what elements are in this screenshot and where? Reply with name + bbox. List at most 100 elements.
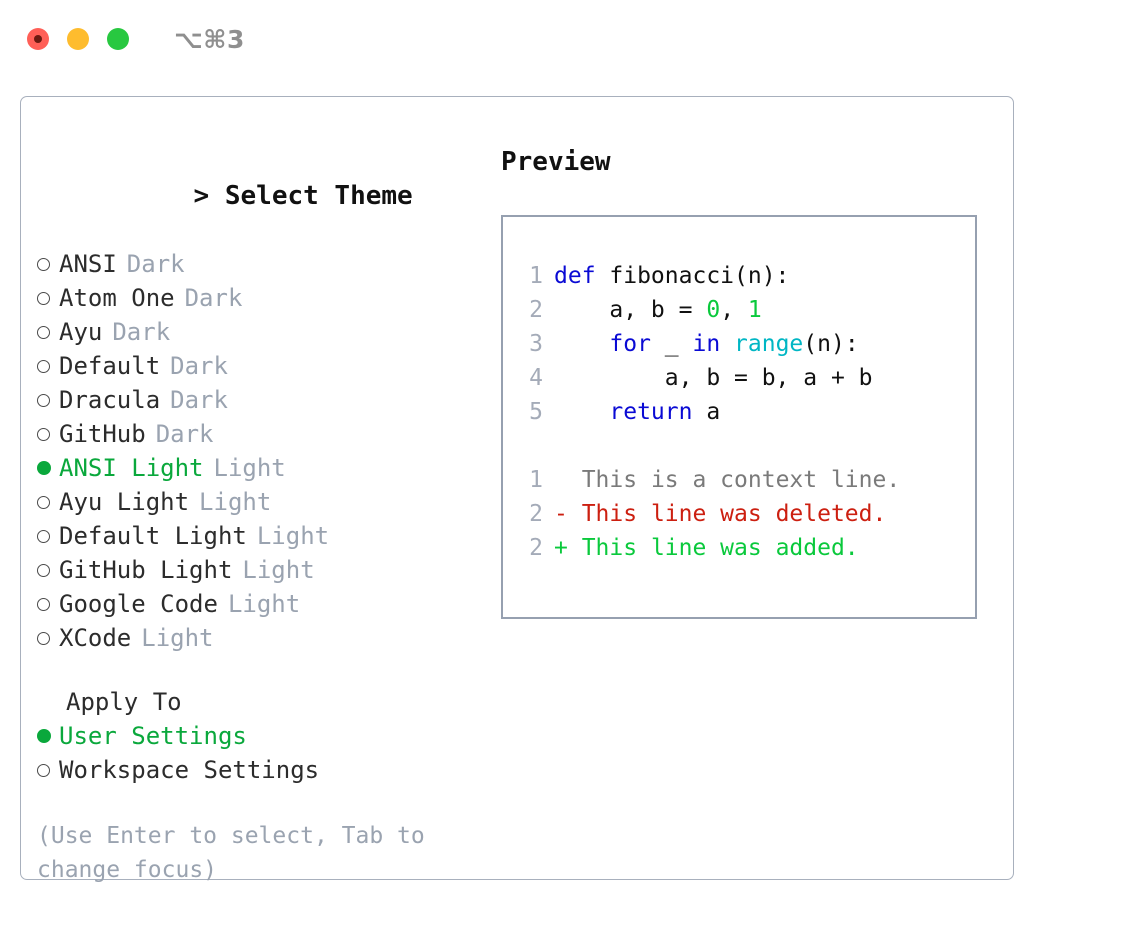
diff-marker: + [554,535,568,561]
code-token-num: 0 [706,297,721,323]
radio-unselected-icon [37,281,59,315]
line-number: 1 [529,263,543,289]
radio-glyph [37,632,50,645]
code-token-plain [554,399,609,425]
radio-glyph [37,764,50,777]
radio-unselected-icon [37,553,59,587]
window-title: ⌥⌘3 [174,24,245,54]
code-token-plain: , [720,297,748,323]
diff-marker [554,467,568,493]
code-line: 3 for _ in range(n): [521,327,975,361]
select-theme-header: > Select Theme [37,145,487,247]
code-token-plain: _ [650,331,693,357]
diff-text: This line was deleted. [567,501,887,527]
theme-option-tag: Light [227,590,301,618]
code-token-plain [720,331,734,357]
theme-option-label: Default [59,352,161,380]
code-token-kw: def [554,263,610,289]
diff-line-add: 2+ This line was added. [521,531,975,565]
theme-option-tag: Dark [170,386,228,414]
theme-option-tag: Dark [112,318,171,346]
diff-line-ctx: 1 This is a context line. [521,463,975,497]
radio-unselected-icon [37,519,59,553]
radio-glyph [37,461,51,475]
theme-option-label: Default Light [59,522,247,550]
theme-option-dracula[interactable]: Dracula Dark [37,383,487,417]
radio-unselected-icon [37,485,59,519]
close-button-icon[interactable] [27,28,49,50]
theme-option-tag: Dark [155,420,214,448]
theme-option-ansi-light[interactable]: ANSI Light Light [37,451,487,485]
theme-option-github-light[interactable]: GitHub Light Light [37,553,487,587]
theme-option-tag: Light [213,454,286,482]
line-number: 2 [529,501,543,527]
code-token-plain: fibonacci(n): [609,263,790,289]
radio-glyph [37,428,50,441]
code-token-kw: return [609,399,693,425]
radio-glyph [37,598,50,611]
theme-option-label: ANSI Light [59,454,204,482]
code-token-plain [554,331,609,357]
code-token-kw: for [609,331,651,357]
radio-selected-icon [37,719,59,753]
code-line: 5 return a [521,395,975,429]
line-number: 2 [529,297,543,323]
line-number: 3 [529,331,543,357]
code-token-plain: (n): [803,331,859,357]
line-number: 4 [529,365,543,391]
theme-option-label: XCode [59,624,132,652]
code-token-num: 1 [747,297,762,323]
theme-option-label: GitHub Light [59,556,233,584]
radio-unselected-icon [37,587,59,621]
diff-text: This is a context line. [567,467,901,493]
code-token-kw: in [692,331,721,357]
radio-unselected-icon [37,247,59,281]
theme-option-label: Ayu [59,318,103,346]
code-diff-spacer [521,429,975,463]
theme-option-label: ANSI [59,250,117,278]
select-theme-label: Select Theme [224,181,413,211]
section-spacer [37,655,487,685]
apply-to-header: Apply To [66,688,182,716]
code-line: 2 a, b = 0, 1 [521,293,975,327]
minimize-button-icon[interactable] [67,28,89,50]
code-token-plain: a, b = b, a + b [554,365,873,391]
diff-text: This line was added. [567,535,859,561]
theme-option-tag: Dark [170,352,228,380]
maximize-button-icon[interactable] [107,28,129,50]
code-token-fn: range [734,331,804,357]
radio-unselected-icon [37,383,59,417]
theme-option-ayu[interactable]: Ayu Dark [37,315,487,349]
diff-marker: - [554,501,568,527]
apply-to-option-label: User Settings [59,722,247,750]
radio-glyph [37,292,50,305]
radio-unselected-icon [37,315,59,349]
theme-option-default[interactable]: Default Dark [37,349,487,383]
theme-option-tag: Light [242,556,315,584]
theme-option-label: Ayu Light [59,488,190,516]
theme-option-label: Atom One [59,284,175,312]
diff-line-del: 2- This line was deleted. [521,497,975,531]
code-line: 4 a, b = b, a + b [521,361,975,395]
radio-unselected-icon [37,349,59,383]
apply-to-option-workspace-settings[interactable]: Workspace Settings [37,753,487,787]
diff-sample: 1 This is a context line.2- This line wa… [521,463,975,565]
theme-option-label: Dracula [59,386,161,414]
apply-to-option-user-settings[interactable]: User Settings [37,719,487,753]
radio-glyph [37,564,50,577]
code-line: 1 def fibonacci(n): [521,259,975,293]
